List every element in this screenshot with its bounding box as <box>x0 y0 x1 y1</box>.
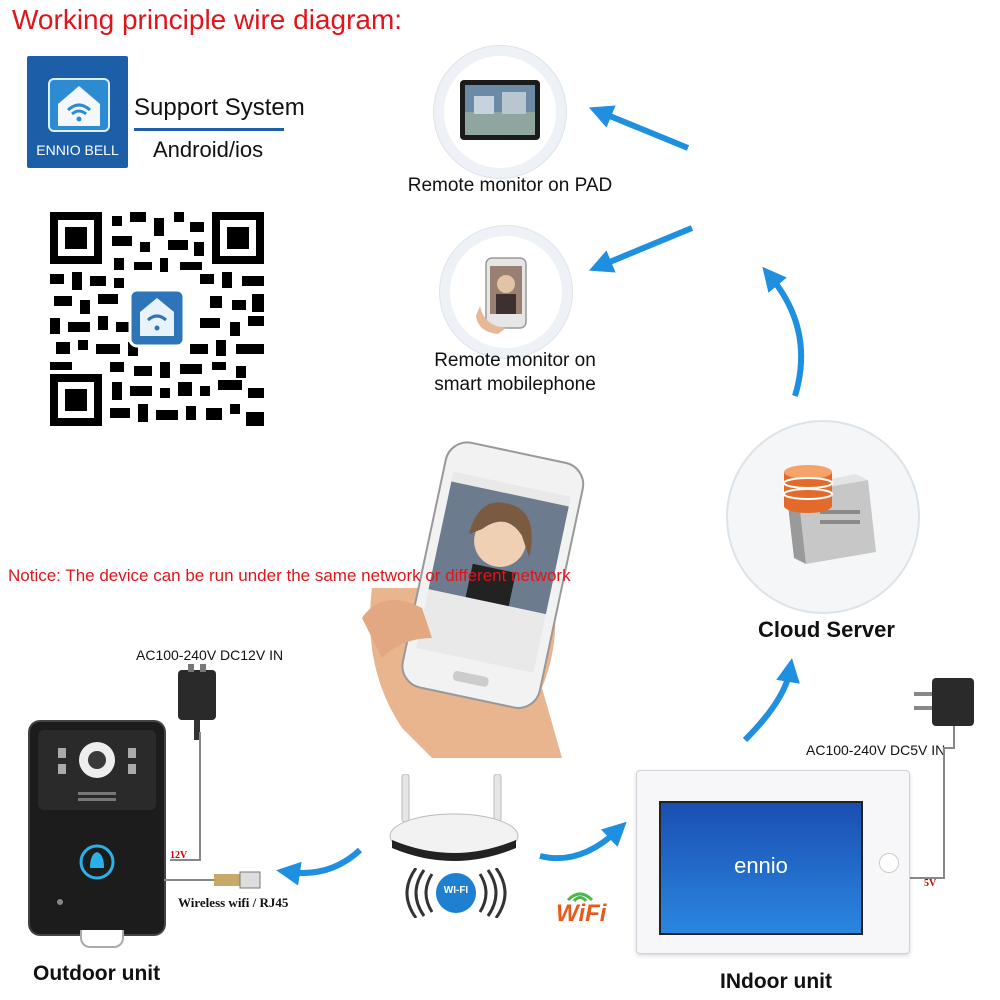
outdoor-unit-icon <box>30 722 164 934</box>
app-logo-tile: ENNIO BELL <box>27 56 128 168</box>
indoor-monitor-icon: ennio <box>636 770 910 954</box>
indoor-power-adapter-icon <box>908 678 974 879</box>
wifi-logo-text: WiFi <box>556 900 607 927</box>
indoor-power-spec: AC100-240V DC5V IN <box>806 742 946 758</box>
app-name: ENNIO BELL <box>36 142 119 158</box>
monitor-button <box>879 853 899 873</box>
router-badge: WI-FI <box>443 885 469 896</box>
phone-caption-line2: smart mobilephone <box>434 374 596 395</box>
qr-code-icon <box>50 212 264 426</box>
screen-brand: ennio <box>734 853 788 878</box>
rj45-connector-icon <box>164 871 261 889</box>
power-adapter-icon <box>178 664 216 740</box>
arrow-router-to-indoor <box>539 821 627 862</box>
arrow-to-phone <box>588 225 694 273</box>
wifi-signal-icon <box>405 868 507 918</box>
home-wifi-icon <box>48 78 110 132</box>
monitor-screen: ennio <box>659 801 863 935</box>
support-system-label: Support System <box>134 94 305 121</box>
smartphone-icon <box>450 236 562 348</box>
arrow-indoor-to-cloud <box>742 658 800 743</box>
outdoor-power-cable <box>170 732 201 861</box>
diagram-title: Working principle wire diagram: <box>12 4 403 35</box>
router-icon <box>389 774 519 861</box>
indoor-caption: INdoor unit <box>720 970 832 993</box>
cloud-server-icon <box>726 420 920 614</box>
wifi-logo-arcs-icon <box>566 892 594 902</box>
arrow-cloud-to-remote <box>762 266 805 397</box>
hand-phone-icon <box>362 441 585 758</box>
arrow-router-to-outdoor <box>276 847 363 886</box>
notice-text: Notice: The device can be run under the … <box>8 566 571 585</box>
link-label: Wireless wifi / RJ45 <box>178 895 289 910</box>
pad-icon <box>444 56 556 168</box>
indoor-wire-label: 5V <box>924 878 937 889</box>
outdoor-unit-bracket <box>80 930 124 948</box>
pad-caption: Remote monitor on PAD <box>407 175 613 196</box>
outdoor-power-spec: AC100-240V DC12V IN <box>136 647 284 663</box>
cloud-caption: Cloud Server <box>758 617 895 642</box>
outdoor-caption: Outdoor unit <box>33 962 161 985</box>
outdoor-wire-label: 12V <box>170 850 188 861</box>
arrow-to-pad <box>588 105 690 151</box>
platforms-label: Android/ios <box>153 137 264 162</box>
support-divider <box>134 128 284 131</box>
phone-caption-line1: Remote monitor on <box>434 350 596 371</box>
phone-caption: Remote monitor on smart mobilephone <box>400 349 630 397</box>
